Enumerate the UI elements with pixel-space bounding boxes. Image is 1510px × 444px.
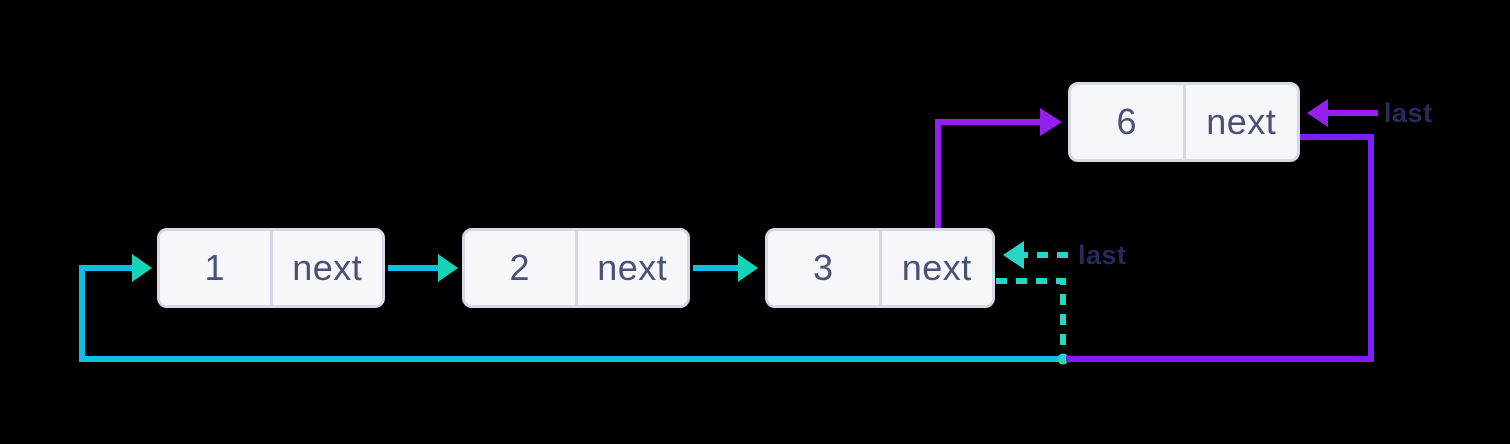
link-node1-to-node2 bbox=[388, 254, 458, 282]
old-link-node3-to-loop bbox=[996, 278, 1069, 365]
old-last-pointer-to-node3 bbox=[1003, 241, 1068, 269]
last-pointer-label-new: last bbox=[1384, 98, 1433, 128]
arrow-head-icon bbox=[1003, 241, 1024, 269]
new-link-line bbox=[935, 119, 1040, 232]
new-link-node6-to-loop bbox=[1066, 134, 1374, 362]
arrow-head-icon bbox=[738, 254, 758, 282]
node-1: 1 next bbox=[157, 228, 385, 308]
node-1-value: 1 bbox=[160, 231, 273, 305]
new-loop-line bbox=[1066, 134, 1374, 362]
link-node2-to-node3 bbox=[693, 254, 758, 282]
new-link-node3-to-node6 bbox=[935, 108, 1062, 232]
new-last-pointer-to-node6 bbox=[1307, 99, 1378, 127]
node-6-next-field: next bbox=[1206, 101, 1277, 142]
old-link-dashed-line bbox=[996, 278, 1066, 350]
link-loop-to-head bbox=[79, 254, 1063, 362]
node-2-value: 2 bbox=[465, 231, 578, 305]
node-2: 2 next bbox=[462, 228, 690, 308]
node-3: 3 next bbox=[765, 228, 995, 308]
arrow-head-icon bbox=[438, 254, 458, 282]
loop-line bbox=[79, 265, 1063, 362]
node-3-next-field: next bbox=[901, 247, 972, 288]
node-1-next-field: next bbox=[292, 247, 363, 288]
node-2-next-field: next bbox=[597, 247, 668, 288]
junction-dot-icon bbox=[1057, 353, 1069, 365]
node-6: 6 next bbox=[1068, 82, 1300, 162]
node-3-value: 3 bbox=[768, 231, 882, 305]
arrow-head-icon bbox=[1307, 99, 1328, 127]
arrow-head-icon bbox=[1040, 108, 1062, 136]
last-pointer-label-old: last bbox=[1078, 240, 1127, 270]
node-6-value: 6 bbox=[1071, 85, 1186, 159]
arrow-head-icon bbox=[132, 254, 152, 282]
